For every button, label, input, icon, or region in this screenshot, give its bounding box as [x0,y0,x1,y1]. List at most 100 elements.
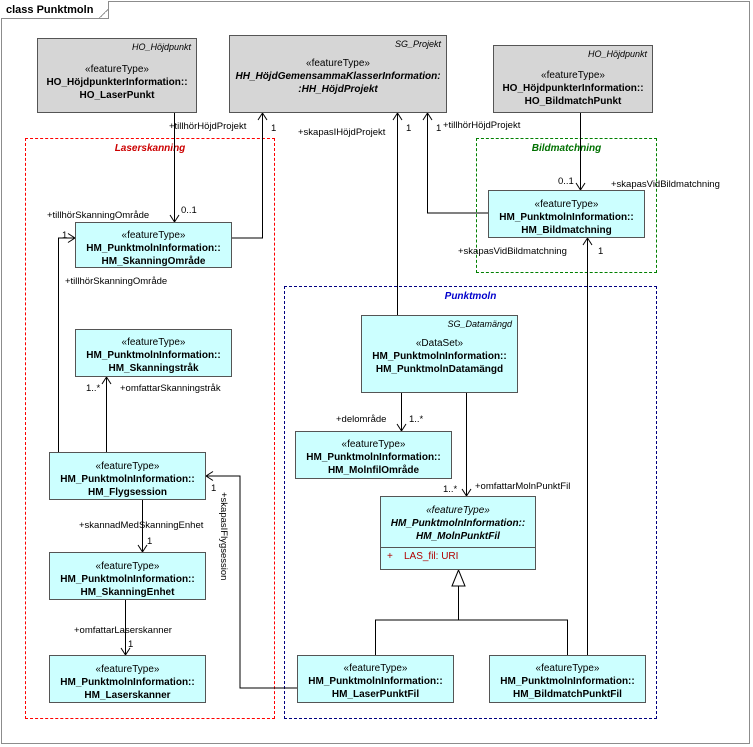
class-name-line2: HM_Skanningstråk [108,363,199,374]
class-stereotype: «featureType» [121,337,186,348]
class-name-line1: HM_PunktmolnInformation:: [86,243,221,254]
class-name-line1: HM_PunktmolnInformation:: [60,677,195,688]
class-name-line1: HM_PunktmolnInformation:: [306,452,441,463]
arrowhead-projekt-left [257,112,268,121]
class-name-line1: HM_PunktmolnInformation:: [60,474,195,485]
class-hm-punktmolndatamangd[interactable]: SG_Datamängd «DataSet» HM_PunktmolnInfor… [361,315,518,393]
class-name-line1: HM_PunktmolnInformation:: [390,518,526,529]
package-bildmatchning: Bildmatchning [476,138,657,273]
arrowhead-skanningstrak [101,376,112,385]
multiplicity-label: 1 [406,123,412,134]
class-name-line1: HM_PunktmolnInformation:: [499,212,634,223]
role-label: +skapasVidBildmatchning [458,246,567,257]
class-name-line2: HM_PunktmolnDatamängd [375,364,504,375]
class-name-line2: HM_MolnfilOmråde [327,465,420,476]
multiplicity-label: 1..* [86,383,101,394]
class-stereotype: «featureType» [95,461,160,472]
package-punktmoln: Punktmoln [284,286,657,719]
package-laserskanning-title: Laserskanning [114,143,186,154]
class-stereotype: «featureType» [341,439,406,450]
class-name-line2: HM_Laserskanner [84,690,171,701]
class-hm-molnpunktfil[interactable]: «featureType» HM_PunktmolnInformation:: … [380,496,536,570]
class-hm-molnfilomrade[interactable]: «featureType» HM_PunktmolnInformation:: … [295,431,452,479]
class-name-line2: HO_BildmatchPunkt [524,96,622,107]
multiplicity-label: 1 [211,483,217,494]
multiplicity-label: 1..* [409,414,424,425]
class-package-name: SG_Datamängd [447,319,512,329]
multiplicity-label: 1 [147,536,153,547]
class-stereotype: «featureType» [343,663,408,674]
class-hm-skanningomrade[interactable]: «featureType» HM_PunktmolnInformation:: … [75,222,232,268]
multiplicity-label: 0..1 [558,176,574,187]
role-label: +omfattarLaserskanner [74,625,172,636]
class-stereotype: «featureType» [121,230,186,241]
assoc-flygsession-skanningomrade [58,237,75,452]
class-package-name: SG_Projekt [394,39,441,49]
diagram-frame-title: class Punktmoln [1,1,109,19]
class-name-line2: HM_SkanningEnhet [80,587,175,598]
role-label: +skapasVidBildmatchning [611,179,720,190]
class-stereotype: «featureType» [85,64,149,75]
class-stereotype: «featureType» [95,664,160,675]
class-hm-skanningenhet[interactable]: «featureType» HM_PunktmolnInformation:: … [49,552,206,600]
class-name-line2: HM_Flygsession [88,487,167,498]
arrowhead-projekt-bottom1 [392,112,403,121]
class-hm-skanningstrak[interactable]: «featureType» HM_PunktmolnInformation:: … [75,329,232,377]
class-stereotype: «featureType» [535,663,600,674]
class-name-line2: :HH_HöjdProjekt [298,84,378,95]
role-label: +tillhörHöjdProjekt [169,121,247,132]
arrowhead-flygsession-right [205,471,214,481]
multiplicity-label: 1 [598,246,604,257]
package-punktmoln-title: Punktmoln [444,291,497,302]
class-ho-laserpunkt[interactable]: HO_Höjdpunkt «featureType» HO_Höjdpunkte… [37,38,197,113]
class-hm-laserskanner[interactable]: «featureType» HM_PunktmolnInformation:: … [49,655,206,703]
multiplicity-label: 1 [128,639,134,650]
class-stereotype: «featureType» [541,70,605,81]
multiplicity-label: 1 [62,230,68,241]
attribute-las-fil: LAS_fil: URI [403,551,459,562]
class-name-line2: HM_BildmatchPunktFil [513,689,622,700]
role-label: +tillhörHöjdProjekt [443,120,521,131]
class-name-line2: HM_Bildmatchning [521,225,612,236]
class-package-name: HO_Höjdpunkt [587,49,647,59]
multiplicity-label: 1 [436,123,442,134]
arrowhead-bildmatchning-bottom [582,237,593,246]
assoc-skanningomrade-projekt [232,113,263,239]
role-label: +omfattarSkanningstråk [120,383,221,394]
class-name-line1: HM_PunktmolnInformation:: [86,350,221,361]
role-label: +tillhörSkanningOmråde [47,210,150,221]
package-bildmatchning-title: Bildmatchning [531,143,602,154]
generalization-triangle [451,568,466,587]
class-name-line2: HO_LaserPunkt [79,90,155,101]
class-stereotype: «featureType» [95,561,160,572]
multiplicity-label: 1..* [443,484,458,495]
class-name-line1: HO_HöjdpunkterInformation:: [502,83,644,94]
class-package-name: HO_Höjdpunkt [131,42,191,52]
role-label-vertical: +skapasIFlygsession [218,492,229,581]
class-name-line2: HM_SkanningOmråde [101,256,206,267]
multiplicity-label: 1 [271,123,277,134]
class-hm-bildmatchpunktfil[interactable]: «featureType» HM_PunktmolnInformation:: … [489,655,646,703]
class-sg-projekt[interactable]: SG_Projekt «featureType» HH_HöjdGemensam… [229,35,447,113]
role-label: +tillhörSkanningOmråde [65,276,168,287]
package-laserskanning: Laserskanning [25,138,275,719]
class-name-line1: HM_PunktmolnInformation:: [372,351,507,362]
role-label: +skapasIHöjdProjekt [298,127,386,138]
class-name-line1: HM_PunktmolnInformation:: [60,574,195,585]
assoc-laserpunktfil-flygsession [206,475,297,689]
class-hm-laserpunktfil[interactable]: «featureType» HM_PunktmolnInformation:: … [297,655,454,703]
class-name-line2: HM_LaserPunktFil [331,689,420,700]
arrowhead-projekt-bottom2 [422,112,433,121]
class-hm-flygsession[interactable]: «featureType» HM_PunktmolnInformation:: … [49,452,206,500]
class-name-line1: HM_PunktmolnInformation:: [308,676,443,687]
class-hm-bildmatchning[interactable]: «featureType» HM_PunktmolnInformation:: … [488,190,645,238]
class-attributes: + LAS_fil: URI [381,547,535,569]
role-label: +omfattarMolnPunktFil [475,481,571,492]
class-stereotype: «featureType» [534,199,599,210]
class-name-line1: HH_HöjdGemensammaKlasserInformation: [235,71,441,82]
class-ho-bildmatchpunkt[interactable]: HO_Höjdpunkt «featureType» HO_Höjdpunkte… [493,45,653,113]
class-name-line2: HM_MolnPunktFil [416,531,500,542]
